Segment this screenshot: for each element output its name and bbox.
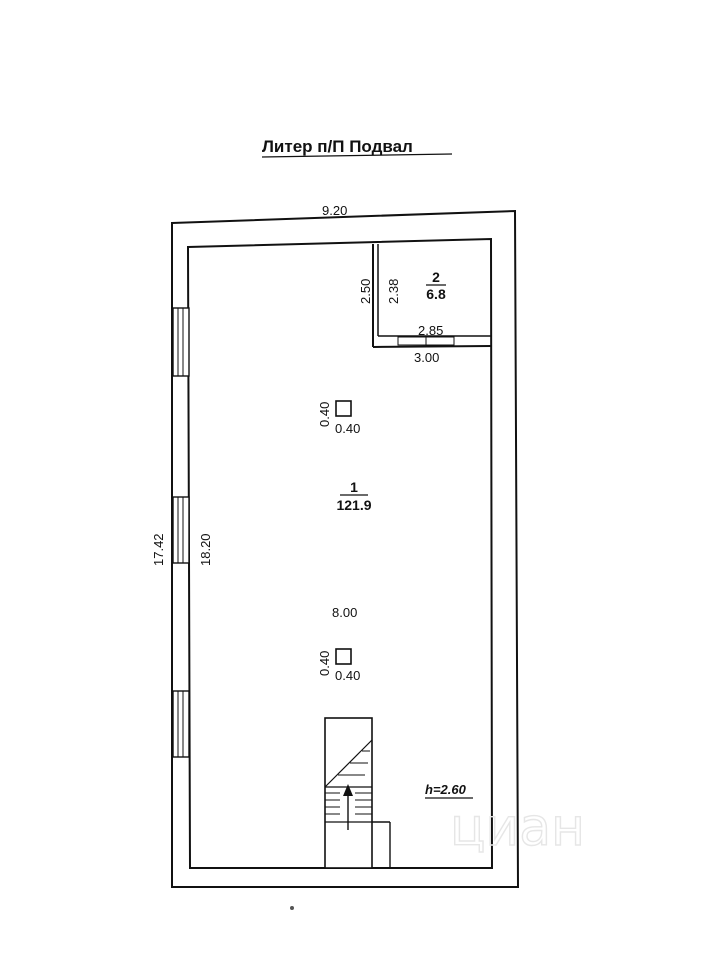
dim-column2-h: 0.40 (317, 651, 332, 676)
room-label-1: 1 121.9 (336, 479, 371, 513)
dim-outer-length: 17.42 (151, 533, 166, 566)
arrow-head-icon (343, 784, 353, 796)
window-3 (172, 690, 190, 758)
room-label-2: 2 6.8 (426, 269, 446, 302)
column-1 (335, 400, 352, 417)
dim-room2-outer-width: 3.00 (414, 350, 439, 365)
dim-outer-width: 9.20 (322, 203, 347, 218)
dim-room2-outer-height: 2.50 (358, 279, 373, 304)
dim-inner-length: 18.20 (198, 533, 213, 566)
room-area: 6.8 (426, 286, 446, 302)
speck (290, 906, 294, 910)
dim-room2-inner-width: 2.85 (418, 323, 443, 338)
inner-wall (186, 237, 494, 869)
window-2 (172, 496, 190, 564)
ceiling-height: h=2.60 (425, 782, 467, 797)
room-number: 2 (432, 269, 440, 285)
dim-column2-w: 0.40 (335, 668, 360, 683)
staircase (324, 717, 391, 869)
dim-inner-width: 8.00 (332, 605, 357, 620)
dim-column1-h: 0.40 (317, 402, 332, 427)
window-1 (172, 307, 190, 377)
title-underline (261, 153, 453, 158)
room-area: 121.9 (336, 497, 371, 513)
plan-title: Литер п/П Подвал (262, 137, 413, 156)
watermark: циан (450, 798, 585, 858)
room-2-partition (372, 244, 492, 348)
column-2 (335, 648, 352, 665)
outer-wall (171, 209, 520, 888)
dim-column1-w: 0.40 (335, 421, 360, 436)
dim-room2-inner-height: 2.38 (386, 279, 401, 304)
room-number: 1 (350, 479, 358, 495)
